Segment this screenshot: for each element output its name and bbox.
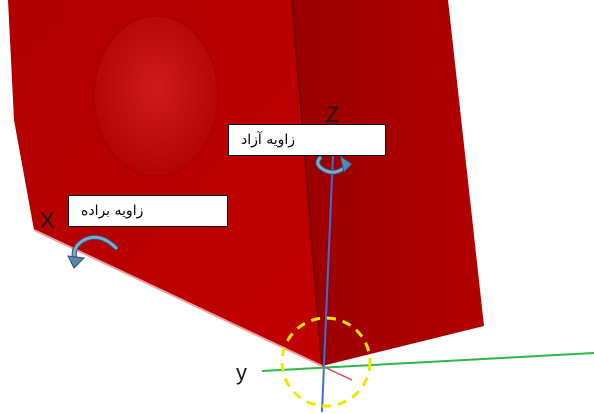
- tool-edge: [291, 0, 323, 367]
- chip-angle-callout: زاویه براده: [68, 195, 228, 227]
- x-axis-label: X: [40, 208, 55, 233]
- tool-bottom-edge: [33, 229, 323, 367]
- tool-rake-face: [8, 0, 322, 366]
- z-rotation-arrow-icon: [315, 154, 353, 175]
- tool-hole: [93, 15, 219, 177]
- y-axis-label: y: [236, 360, 247, 385]
- x-axis-line: [321, 365, 353, 381]
- y-axis-line: [261, 352, 594, 372]
- tool-flank-face: [292, 0, 484, 366]
- z-axis-line: [321, 129, 335, 413]
- free-angle-callout: زاویه آزاد: [228, 124, 386, 156]
- origin-focus-circle: [280, 316, 372, 408]
- z-axis-label: Z: [326, 102, 340, 127]
- x-rotation-arrow-icon: [67, 234, 119, 269]
